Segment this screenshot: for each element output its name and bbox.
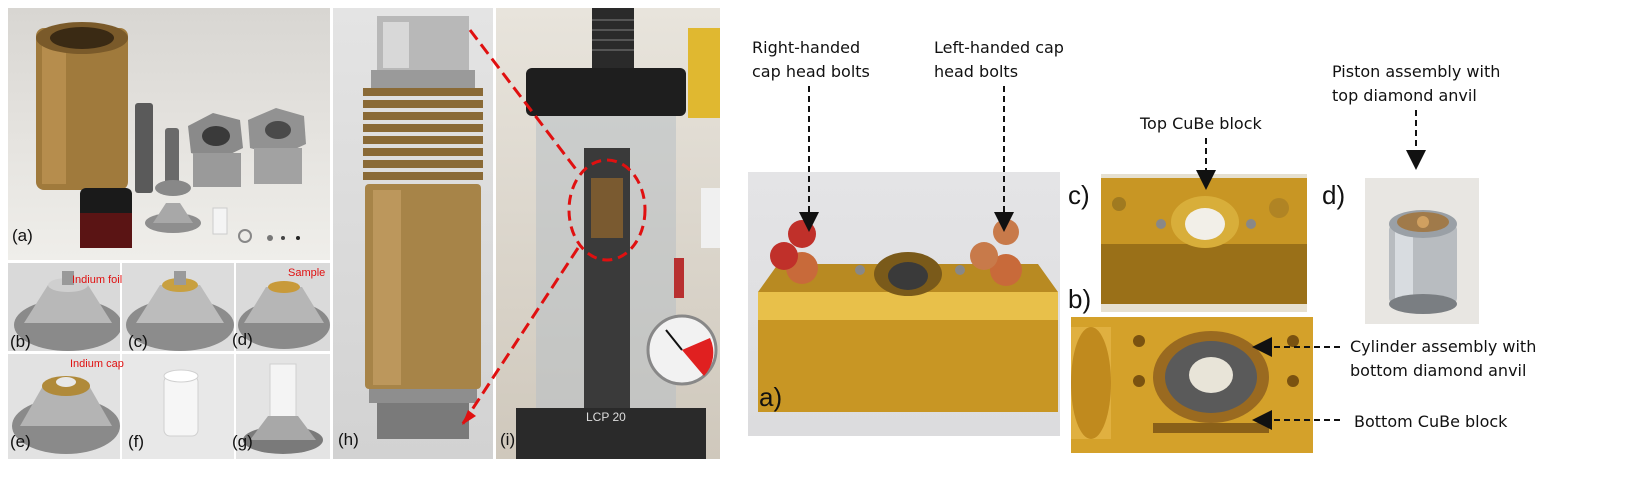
photo-right-d-piston <box>1365 178 1479 324</box>
cone-with-foil-illustration <box>14 271 120 351</box>
right-panel-label-a: a) <box>759 382 783 412</box>
photo-a-cell-parts <box>8 8 330 260</box>
photo-right-b-bottom-block <box>1071 317 1313 453</box>
piston-assembly-line-1: Piston assembly with <box>1332 62 1501 81</box>
top-block-label: Top CuBe block <box>1140 114 1262 133</box>
photo-i-press <box>496 8 720 459</box>
cell-parts-illustration <box>36 22 306 248</box>
press-illustration <box>516 8 720 459</box>
bottom-block-label: Bottom CuBe block <box>1354 412 1508 431</box>
photo-g-assembled-cone <box>236 354 330 459</box>
panel-label-b: (b) <box>10 332 31 351</box>
sample-annotation: Sample <box>288 267 326 279</box>
cone-with-gasket-illustration <box>126 271 234 351</box>
left-handed-bolts-label: Left-handed cap head bolts <box>934 36 1064 84</box>
left-handed-bolts-line-2: head bolts <box>934 62 1019 81</box>
photo-b-indium-foil <box>8 263 120 351</box>
assembled-cone-illustration <box>243 363 323 454</box>
right-panel-label-d: d) <box>1322 180 1346 210</box>
bottom-block-illustration <box>1071 317 1313 453</box>
photo-e-indium-cap <box>8 354 120 459</box>
right-handed-bolts-line-2: cap head bolts <box>752 62 870 81</box>
panel-label-c: (c) <box>128 332 148 351</box>
photo-f-white-cylinder <box>122 354 234 459</box>
panel-label-g: (g) <box>232 432 253 451</box>
cylinder-assembly-line-2: bottom diamond anvil <box>1350 361 1527 380</box>
piston-assembly-line-2: top diamond anvil <box>1332 86 1477 105</box>
panel-label-d: (d) <box>232 330 253 349</box>
cylinder-assembly-line-1: Cylinder assembly with <box>1350 337 1537 356</box>
photo-c-assembly <box>122 263 234 351</box>
panel-label-i: (i) <box>500 430 516 449</box>
panel-label-h: (h) <box>338 430 359 449</box>
piston-illustration <box>1389 210 1457 314</box>
photo-right-a-bolted-block <box>748 172 1060 436</box>
right-handed-bolts-line-1: Right-handed <box>752 38 861 57</box>
bolted-block-illustration <box>758 219 1058 412</box>
panel-label-f: (f) <box>128 432 145 451</box>
photo-right-c-top-block <box>1101 174 1307 312</box>
indium-foil-annotation: Indium foil <box>72 274 123 286</box>
right-panel-label-c: c) <box>1068 180 1090 210</box>
photo-h-assembled-cell <box>333 8 493 459</box>
white-cylinder-illustration <box>163 369 199 437</box>
photo-d-sample <box>236 263 330 351</box>
left-handed-bolts-line-1: Left-handed cap <box>934 38 1064 57</box>
cone-with-sample-illustration <box>238 281 330 349</box>
right-handed-bolts-label: Right-handed cap head bolts <box>752 36 870 84</box>
panel-label-a: (a) <box>12 226 33 245</box>
piston-assembly-label: Piston assembly with top diamond anvil <box>1332 60 1500 108</box>
right-panel-label-b: b) <box>1068 284 1092 314</box>
cylinder-assembly-label: Cylinder assembly with bottom diamond an… <box>1350 335 1536 383</box>
cone-with-indium-cap-illustration <box>12 376 120 454</box>
indium-cap-annotation: Indium cap <box>70 358 124 370</box>
press-model-label: LCP 20 <box>586 410 626 424</box>
top-block-illustration <box>1101 178 1307 304</box>
panel-label-e: (e) <box>10 432 31 451</box>
assembled-cell-illustration <box>363 16 483 439</box>
